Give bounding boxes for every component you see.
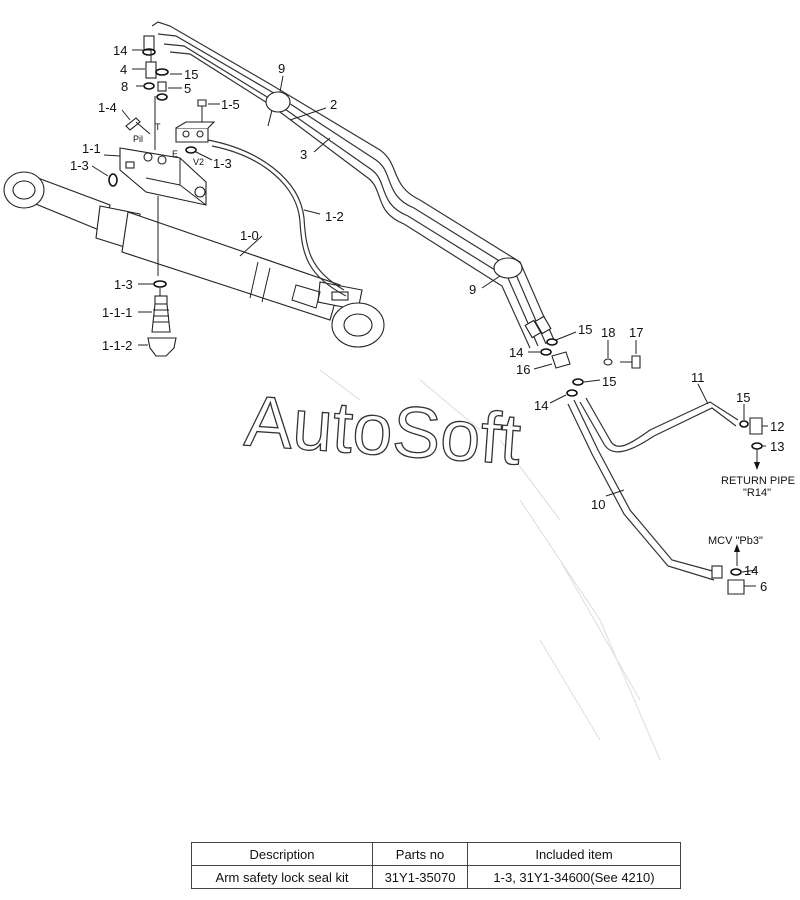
upper-fittings-stack [142,35,169,150]
port-t: T [155,122,161,132]
plug-1-1-2 [147,337,177,357]
leader-lines [91,49,768,587]
port-v2: V2 [193,157,204,167]
arm-cylinder [3,171,385,348]
part-label-11: 11 [691,370,705,385]
table-header-description: Description [191,842,373,866]
table-header-parts-no: Parts no [372,842,468,866]
part-label-2: 2 [330,97,337,112]
part-label-1-5: 1-5 [221,97,240,112]
part-label-5: 5 [184,81,191,96]
table-cell-included-item: 1-3, 31Y1-34600(See 4210) [467,865,681,889]
part-label-1-2: 1-2 [325,209,344,224]
port-markings: Pil T E V2 [133,122,204,167]
part-label-15: 15 [184,67,198,82]
o-ring-1-3-left [108,173,118,187]
tee-fitting-6 [711,544,745,595]
hose-11 [585,397,739,447]
connection-notes: RETURN PIPE "R14" MCV "Pb3" [708,475,795,547]
safety-valve-block [119,147,207,206]
background-watermark-hatching [319,369,661,761]
bolt-1-4 [125,117,151,135]
part-label-9-lower: 9 [469,282,476,297]
return-pipe-code: "R14" [743,487,771,499]
part-label-18: 18 [601,325,615,340]
mcv-note: MCV "Pb3" [708,535,763,547]
o-ring-1-3-right [185,146,197,154]
table-header-included-item: Included item [467,842,681,866]
part-label-16: 16 [516,362,530,377]
part-labels: 14 4 15 8 5 1-5 1-4 1-1 1-3 1-3 1-0 1-2 … [70,43,784,594]
part-label-14: 14 [113,43,127,58]
autosoft-watermark: AutoSoft [242,381,523,480]
part-label-1-1: 1-1 [82,141,101,156]
part-label-13: 13 [770,439,784,454]
part-label-1-4: 1-4 [98,100,117,115]
part-label-3: 3 [300,147,307,162]
o-ring-1-3-lower [153,280,167,288]
table-header-row: Description Parts no Included item [191,842,681,866]
part-label-15-c: 15 [602,374,616,389]
part-label-14-c: 14 [534,398,548,413]
part-label-15-b: 15 [578,322,592,337]
part-label-1-3-right: 1-3 [213,156,232,171]
hose-10 [573,399,717,573]
part-label-4: 4 [120,62,127,77]
part-label-6: 6 [760,579,767,594]
table-cell-parts-no: 31Y1-35070 [372,865,468,889]
return-pipe-note: RETURN PIPE [721,475,795,487]
fitting-1-1-1 [151,295,171,333]
part-label-14-d: 14 [744,563,758,578]
table-cell-description: Arm safety lock seal kit [191,865,373,889]
part-label-15-d: 15 [736,390,750,405]
clamp-9-lower [493,257,523,279]
port-e: E [172,149,178,159]
pipes-2-3 [151,21,555,349]
hose-1-2 [207,139,345,291]
hose-end-fittings [524,315,641,397]
part-label-1-1-2: 1-1-2 [102,338,132,353]
part-label-17: 17 [629,325,643,340]
port-pil: Pil [133,134,143,144]
part-label-1-3-lower: 1-3 [114,277,133,292]
part-label-14-b: 14 [509,345,523,360]
part-label-1-3-left: 1-3 [70,158,89,173]
part-label-1-1-1: 1-1-1 [102,305,132,320]
tee-fitting-12 [739,417,763,470]
valve-plate-1-5 [175,99,216,143]
table-row: Arm safety lock seal kit 31Y1-35070 1-3,… [191,865,681,889]
part-label-12: 12 [770,419,784,434]
clamp-9-upper [265,91,291,127]
part-label-8: 8 [121,79,128,94]
part-label-1-0: 1-0 [240,228,259,243]
part-label-10: 10 [591,497,605,512]
part-label-9-upper: 9 [278,61,285,76]
seal-kit-table: Description Parts no Included item Arm s… [191,842,681,889]
